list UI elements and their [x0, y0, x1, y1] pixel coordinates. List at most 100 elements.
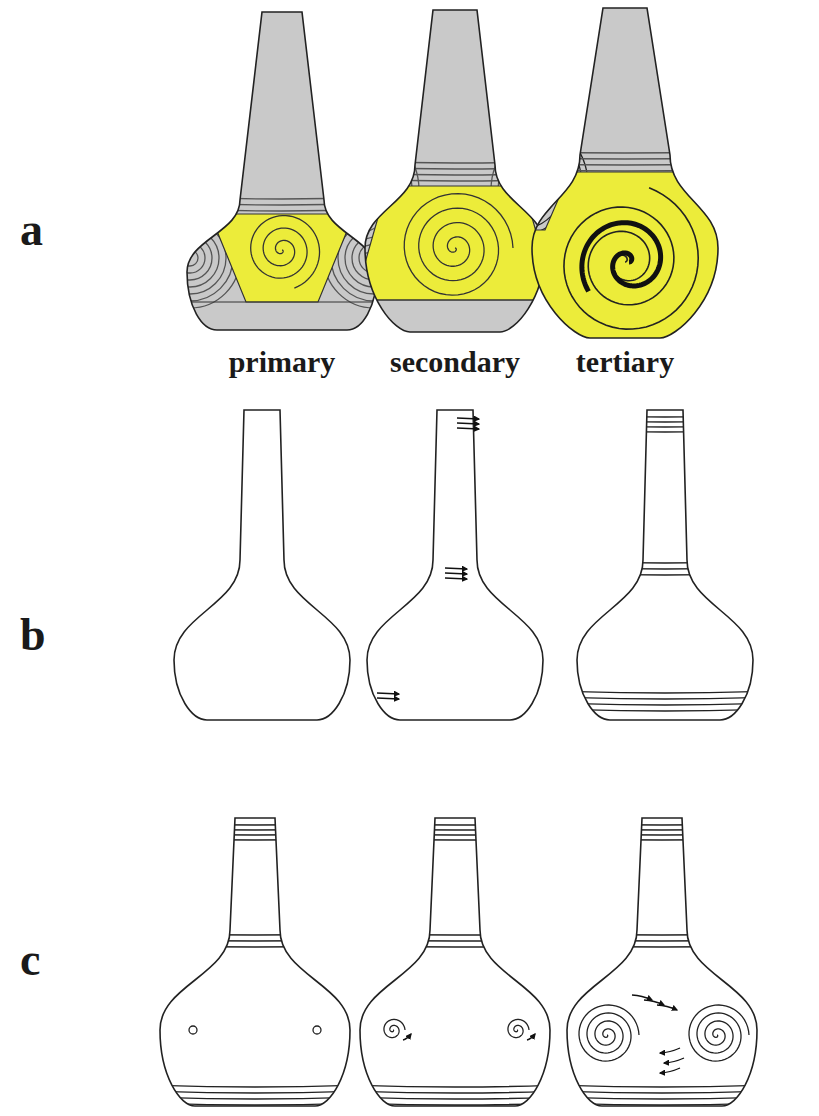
- motion-arrow: [445, 578, 467, 579]
- arc-decoration: [488, 153, 552, 217]
- incised-band: [532, 938, 792, 941]
- incised-band: [152, 202, 412, 205]
- row-letter: b: [20, 610, 46, 661]
- incised-band: [125, 938, 385, 941]
- vessel: [367, 410, 543, 720]
- incised-band: [535, 708, 795, 711]
- motion-arrow: [527, 1034, 535, 1040]
- incised-band: [325, 1102, 585, 1105]
- motion-arrow: [377, 698, 399, 699]
- motion-arrow: [632, 995, 652, 1000]
- spiral-start: [189, 1026, 197, 1034]
- incised-band: [325, 160, 585, 163]
- incised-band: [495, 162, 755, 165]
- spiral-field: [515, 172, 735, 345]
- spiral-field: [210, 214, 354, 302]
- motion-arrow: [644, 1000, 664, 1005]
- incised-band: [125, 1090, 385, 1093]
- incised-band: [325, 1084, 585, 1087]
- incised-band: [325, 938, 585, 941]
- incised-band: [125, 932, 385, 935]
- vessel-outline: [187, 12, 377, 330]
- vessel-body: [567, 818, 757, 1106]
- incised-band: [325, 822, 585, 825]
- motion-arrow: [457, 428, 479, 429]
- incised-band: [535, 696, 795, 699]
- incised-band: [535, 419, 795, 422]
- motion-arrow: [664, 1058, 684, 1063]
- arc-decoration: [494, 159, 546, 211]
- incised-band: [535, 702, 795, 705]
- incised-band: [532, 822, 792, 825]
- motion-arrow: [660, 1068, 680, 1073]
- stage-name: secondary: [390, 345, 520, 378]
- incised-band: [535, 414, 795, 417]
- motion-arrow: [403, 1034, 411, 1040]
- vessel-body: [367, 410, 543, 720]
- vessel: [452, 8, 755, 345]
- incised-band: [532, 1084, 792, 1087]
- spiral-start: [313, 1026, 321, 1034]
- incised-band: [535, 560, 795, 563]
- vessel-outline: [174, 410, 350, 720]
- incised-band: [325, 837, 585, 840]
- incised-band: [532, 1096, 792, 1099]
- arc-decoration: [326, 161, 384, 219]
- vessel-body: [187, 12, 377, 330]
- vessel-outline: [360, 818, 550, 1106]
- incised-band: [325, 1090, 585, 1093]
- incised-band: [325, 166, 585, 169]
- incised-band: [125, 1102, 385, 1105]
- motion-arrow: [457, 423, 479, 424]
- incised-band: [535, 566, 795, 569]
- vessel-outline: [367, 410, 543, 720]
- arc-decoration: [340, 175, 370, 205]
- incised-band: [532, 1090, 792, 1093]
- vessel-body: [577, 410, 753, 720]
- vessel: [125, 818, 385, 1106]
- incised-band: [495, 150, 755, 153]
- motion-arrow: [657, 1005, 677, 1010]
- incised-band: [532, 944, 792, 947]
- incised-band: [532, 837, 792, 840]
- incised-band: [125, 837, 385, 840]
- incised-band: [532, 1102, 792, 1105]
- incised-band: [325, 832, 585, 835]
- motion-arrow: [660, 1048, 680, 1053]
- incised-band: [495, 168, 755, 171]
- incised-band: [125, 822, 385, 825]
- arc-decoration: [512, 177, 528, 193]
- arc-decoration: [506, 171, 534, 199]
- motion-arrow: [445, 573, 467, 574]
- incised-band: [532, 827, 792, 830]
- row-letter: c: [20, 935, 40, 986]
- vessel: [174, 410, 350, 720]
- spiral-field: [363, 186, 547, 300]
- motion-arrow: [445, 568, 467, 569]
- incised-band: [125, 832, 385, 835]
- vessel-outline: [567, 818, 757, 1106]
- stage-name: tertiary: [576, 345, 674, 378]
- vessel: [535, 410, 795, 720]
- vessel-outline: [577, 410, 753, 720]
- incised-band: [125, 827, 385, 830]
- motion-arrow: [457, 418, 479, 419]
- vessel-outline: [532, 8, 718, 338]
- incised-band: [325, 827, 585, 830]
- arc-decoration: [500, 165, 540, 205]
- incised-band: [532, 832, 792, 835]
- row-letter: a: [20, 205, 43, 256]
- incised-band: [152, 196, 412, 199]
- arc-decoration: [333, 168, 377, 212]
- large-spiral: [579, 1005, 639, 1061]
- incised-band: [325, 178, 585, 181]
- incised-band: [125, 944, 385, 947]
- incised-band: [325, 932, 585, 935]
- incised-band: [535, 424, 795, 427]
- stage-name: primary: [229, 345, 336, 378]
- incised-band: [535, 690, 795, 693]
- incised-band: [125, 1096, 385, 1099]
- incised-band: [325, 172, 585, 175]
